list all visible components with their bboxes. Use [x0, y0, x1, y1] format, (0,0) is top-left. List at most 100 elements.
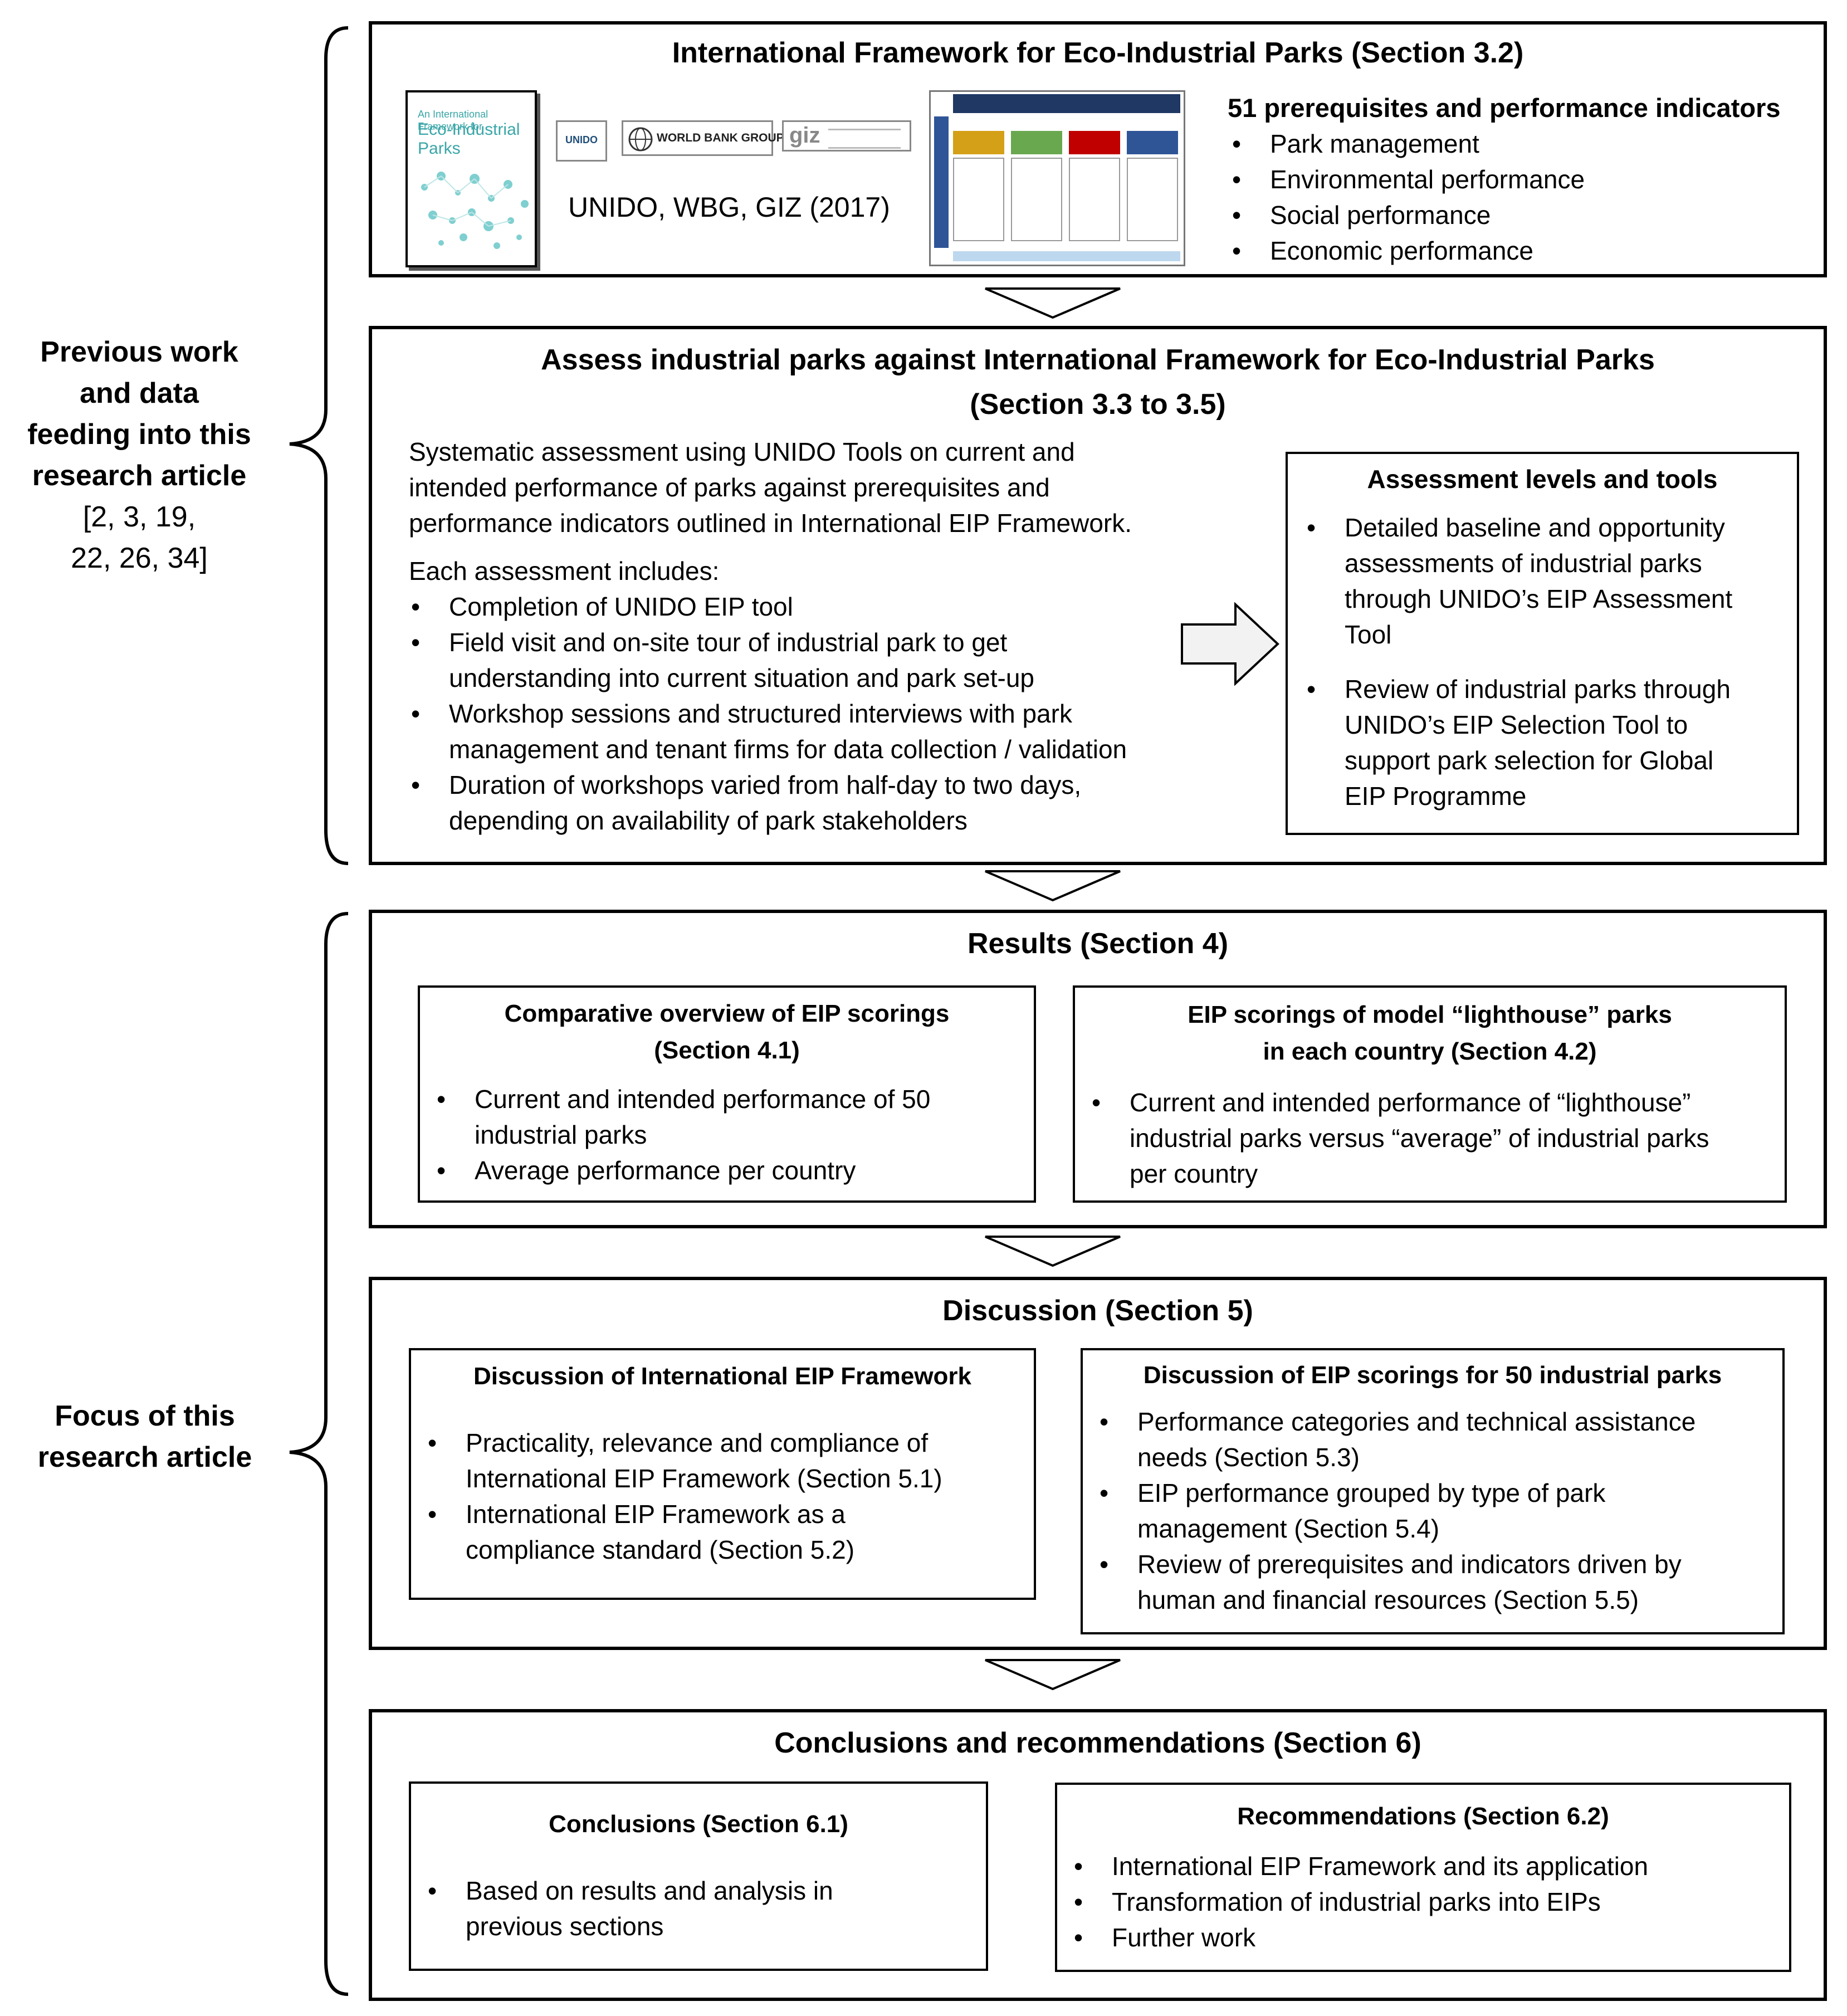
focus-label-line: research article	[37, 1441, 252, 1473]
item-line: depending on availability of park stakeh…	[449, 806, 968, 835]
indicators-list: Park management Environmental performanc…	[1230, 126, 1787, 269]
recommendations-box: Recommendations (Section 6.2) Internatio…	[1055, 1783, 1791, 1972]
intro-line: Systematic assessment using UNIDO Tools …	[409, 437, 1075, 466]
framework-title: International Framework for Eco-Industri…	[672, 37, 1524, 69]
previous-label-line: Previous work	[40, 336, 238, 368]
item-line: Current and intended performance of “lig…	[1130, 1088, 1691, 1117]
focus-label-line: Focus of this	[55, 1400, 235, 1432]
item-line: Workshop sessions and structured intervi…	[449, 699, 1072, 728]
globe-icon	[628, 127, 653, 152]
level-line: EIP Programme	[1345, 782, 1527, 811]
discussion-scorings-item: EIP performance grouped by type of park m…	[1097, 1475, 1782, 1546]
item-line: management (Section 5.4)	[1137, 1514, 1440, 1543]
item-line: Current and intended performance of 50	[475, 1085, 931, 1114]
discussion-scorings-item: Performance categories and technical ass…	[1097, 1404, 1782, 1475]
framework-citation: UNIDO, WBG, GIZ (2017)	[568, 192, 890, 223]
discussion-scorings-item: Review of prerequisites and indicators d…	[1097, 1546, 1782, 1618]
item-line: understanding into current situation and…	[449, 663, 1034, 692]
conclusions-left-box: Conclusions (Section 6.1) Based on resul…	[409, 1781, 988, 1971]
assessment-title-line2: (Section 3.3 to 3.5)	[970, 388, 1226, 421]
item-line: management and tenant firms for data col…	[449, 735, 1127, 764]
unido-logo-text: UNIDO	[565, 134, 598, 145]
assessment-item: Duration of workshops varied from half-d…	[409, 767, 1244, 838]
conclusions-list: Based on results and analysis inprevious…	[426, 1873, 983, 1944]
discussion-framework-title: Discussion of International EIP Framewor…	[473, 1363, 972, 1390]
item-line: Field visit and on-site tour of industri…	[449, 628, 1008, 657]
level-line: support park selection for Global	[1345, 746, 1714, 775]
cover-network-graphic	[421, 172, 529, 249]
conclusions-title: Conclusions and recommendations (Section…	[774, 1727, 1421, 1759]
thumb-col-environment	[1011, 131, 1062, 154]
level-line: Detailed baseline and opportunity	[1345, 513, 1725, 542]
lighthouse-list: Current and intended performance of “lig…	[1089, 1085, 1780, 1192]
item-line: industrial parks	[475, 1120, 647, 1149]
discussion-framework-list: Practicality, relevance and compliance o…	[426, 1425, 1027, 1568]
previous-label-line: research article	[32, 460, 247, 492]
item-line: Performance categories and technical ass…	[1137, 1407, 1696, 1436]
comparative-title-line: (Section 4.1)	[654, 1037, 800, 1064]
level-line: UNIDO’s EIP Selection Tool to	[1345, 710, 1688, 739]
discussion-framework-item: International EIP Framework as acomplian…	[426, 1496, 1027, 1568]
unido-logo: UNIDO	[556, 120, 607, 162]
comparative-item: Average performance per country	[434, 1153, 1025, 1188]
thumb-col-body	[1011, 158, 1062, 241]
lighthouse-title-line: in each country (Section 4.2)	[1263, 1038, 1597, 1065]
recommendations-list: International EIP Framework and its appl…	[1072, 1848, 1785, 1955]
assessment-item: Field visit and on-site tour of industri…	[409, 624, 1244, 696]
comparative-item: Current and intended performance of 50 in…	[434, 1081, 1025, 1153]
flow-arrow-down	[985, 870, 1121, 902]
focus-brace	[289, 912, 349, 1996]
item-line: needs (Section 5.3)	[1137, 1443, 1360, 1472]
level-line: assessments of industrial parks	[1345, 549, 1702, 578]
flow-arrow-down	[985, 287, 1121, 319]
conclusions-item: Based on results and analysis inprevious…	[426, 1873, 983, 1944]
levels-title: Assessment levels and tools	[1367, 465, 1718, 494]
item-line: Duration of workshops varied from half-d…	[449, 770, 1082, 799]
framework-box: International Framework for Eco-Industri…	[369, 21, 1827, 277]
thumb-side-banner	[934, 116, 949, 248]
intro-line: intended performance of parks against pr…	[409, 473, 1050, 502]
item-line: Completion of UNIDO EIP tool	[449, 592, 793, 621]
discussion-framework-box: Discussion of International EIP Framewor…	[409, 1348, 1036, 1600]
discussion-scorings-title: Discussion of EIP scorings for 50 indust…	[1143, 1361, 1722, 1389]
assessment-items-list: Completion of UNIDO EIP tool Field visit…	[409, 589, 1244, 838]
item-line: Based on results and analysis in	[466, 1876, 833, 1905]
previous-label-line: feeding into this	[27, 418, 251, 451]
level-item: Review of industrial parks through UNIDO…	[1304, 671, 1795, 814]
results-box: Results (Section 4) Comparative overview…	[369, 910, 1827, 1228]
item-line: Practicality, relevance and compliance o…	[466, 1428, 929, 1457]
flow-arrow-down	[985, 1659, 1121, 1691]
recommendations-item: International EIP Framework and its appl…	[1072, 1848, 1785, 1884]
discussion-framework-item: Practicality, relevance and compliance o…	[426, 1425, 1027, 1496]
thumb-col-body	[1069, 158, 1120, 241]
discussion-box: Discussion (Section 5) Discussion of Int…	[369, 1277, 1827, 1650]
assessment-item: Completion of UNIDO EIP tool	[409, 589, 1244, 624]
item-line: International EIP Framework (Section 5.1…	[466, 1464, 942, 1493]
assessment-title-line1: Assess industrial parks against Internat…	[541, 344, 1655, 376]
indicator-item: Social performance	[1230, 197, 1787, 233]
results-comparative-box: Comparative overview of EIP scorings (Se…	[418, 985, 1036, 1203]
lighthouse-item: Current and intended performance of “lig…	[1089, 1085, 1780, 1192]
world-bank-logo: WORLD BANK GROUP	[622, 120, 784, 156]
thumb-col-body	[953, 158, 1004, 241]
flow-arrow-down	[985, 1236, 1121, 1267]
flow-arrow-right	[1181, 602, 1279, 686]
references-line: [2, 3, 19,	[82, 501, 196, 533]
results-lighthouse-box: EIP scorings of model “lighthouse” parks…	[1073, 985, 1787, 1203]
recommendations-item: Transformation of industrial parks into …	[1072, 1884, 1785, 1920]
report-cover-image: An International Framework for Eco-Indus…	[405, 90, 537, 267]
conclusions-box: Conclusions and recommendations (Section…	[369, 1709, 1827, 2001]
framework-structure-thumbnail	[929, 90, 1185, 266]
conclusions-subtitle: Conclusions (Section 6.1)	[549, 1810, 848, 1838]
indicator-item: Park management	[1230, 126, 1787, 162]
assessment-intro: Systematic assessment using UNIDO Tools …	[409, 434, 1244, 541]
level-line: Review of industrial parks through	[1345, 675, 1731, 704]
item-line: International EIP Framework as a	[466, 1500, 846, 1529]
thumb-col-body	[1127, 158, 1178, 241]
assessment-box: Assess industrial parks against Internat…	[369, 326, 1827, 865]
item-line: EIP performance grouped by type of park	[1137, 1478, 1606, 1507]
thumb-col-management	[953, 131, 1004, 154]
references-line: 22, 26, 34]	[71, 542, 208, 574]
indicators-heading: 51 prerequisites and performance indicat…	[1228, 93, 1781, 123]
discussion-title: Discussion (Section 5)	[942, 1295, 1253, 1327]
